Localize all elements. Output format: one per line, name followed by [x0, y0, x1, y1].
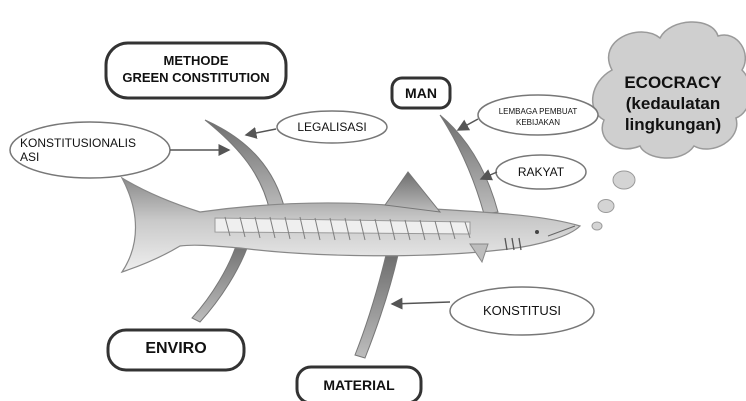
arrow-konstitusi	[392, 302, 450, 304]
konstitusionalis-label: KONSTITUSIONALIS ASI	[20, 136, 170, 164]
legalisasi-label: LEGALISASI	[277, 120, 387, 134]
spine-upper-left	[205, 120, 285, 212]
ecocracy-line3: lingkungan)	[600, 114, 746, 135]
methode-subtitle: GREEN CONSTITUTION	[106, 69, 286, 86]
methode-title: METHODE	[106, 52, 286, 69]
konstitusionalis-line1: KONSTITUSIONALIS	[20, 136, 170, 150]
arrow-legalisasi	[246, 129, 276, 135]
ecocracy-title: ECOCRACY	[600, 72, 746, 93]
lembaga-line1: LEMBAGA PEMBUAT	[478, 106, 598, 117]
spine-upper-right	[440, 115, 498, 214]
lembaga-label: LEMBAGA PEMBUAT KEBIJAKAN	[478, 106, 598, 128]
lembaga-line2: KEBIJAKAN	[478, 117, 598, 128]
shark-body	[122, 172, 580, 272]
ecocracy-label: ECOCRACY (kedaulatan lingkungan)	[600, 72, 746, 135]
konstitusionalis-line2: ASI	[20, 150, 170, 164]
enviro-label: ENVIRO	[108, 340, 244, 358]
man-label: MAN	[392, 85, 450, 101]
ecocracy-line2: (kedaulatan	[600, 93, 746, 114]
rakyat-label: RAKYAT	[496, 165, 586, 179]
methode-label: METHODE GREEN CONSTITUTION	[106, 52, 286, 86]
material-label: MATERIAL	[297, 377, 421, 393]
spine-lower-left	[192, 240, 250, 322]
spine-lower-right	[355, 255, 398, 358]
konstitusi-label: KONSTITUSI	[450, 303, 594, 318]
arrow-lembaga	[458, 119, 478, 130]
